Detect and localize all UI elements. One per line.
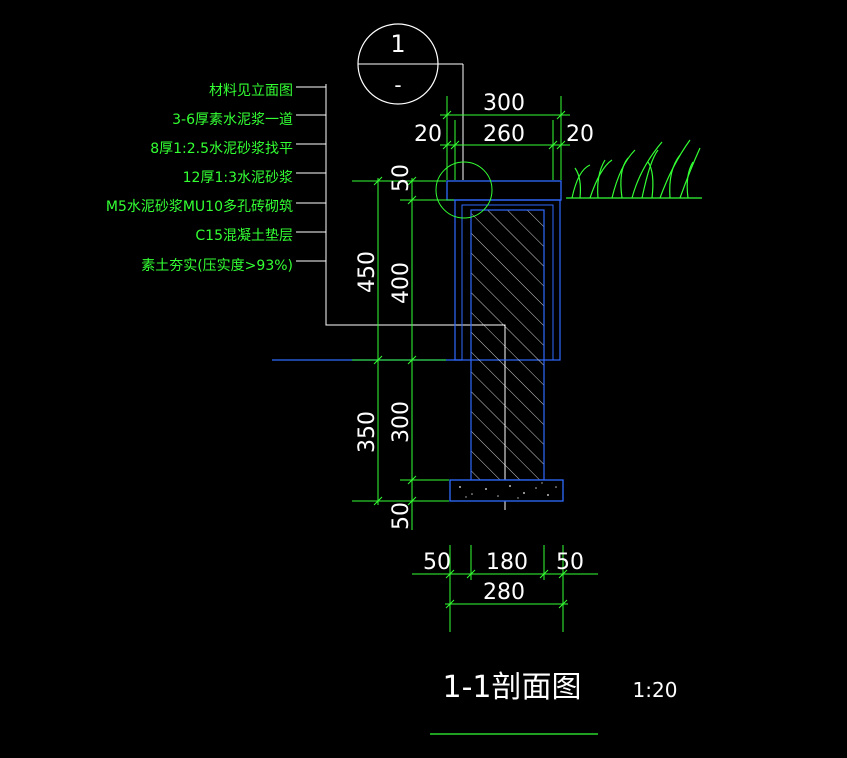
vertical-dimensions <box>352 176 454 530</box>
dim-v-upper-total: 450 <box>355 251 380 293</box>
dim-top-mid: 260 <box>483 122 525 147</box>
wall-section <box>446 180 564 502</box>
dim-bottom-mid: 180 <box>486 550 528 575</box>
dim-v-lower-total: 350 <box>355 411 380 453</box>
concrete-pad <box>449 479 564 502</box>
dim-bottom-total: 280 <box>483 580 525 605</box>
coping-cap <box>446 180 562 201</box>
section-marker-number: 1 <box>390 30 405 58</box>
layer-note: C15混凝土垫层 <box>195 228 293 244</box>
dim-top-right: 20 <box>566 122 594 147</box>
drawing-title: 1-1剖面图 <box>443 670 582 705</box>
dim-v-lower: 300 <box>389 401 414 443</box>
dim-top-total: 300 <box>483 91 525 116</box>
layer-note: M5水泥砂浆MU10多孔砖砌筑 <box>106 198 293 215</box>
layer-notes: 材料见立面图 3-6厚素水泥浆一道 8厚1:2.5水泥砂浆找平 12厚1:3水泥… <box>106 83 293 274</box>
layer-note: 3-6厚素水泥浆一道 <box>172 112 293 128</box>
top-dimensions <box>440 96 570 180</box>
detail-circle <box>435 161 493 219</box>
grass-symbol <box>566 139 702 199</box>
layer-note: 素土夯实(压实度>93%) <box>141 258 293 274</box>
brick-wall <box>470 209 545 481</box>
bottom-dimensions <box>412 545 598 632</box>
dim-top-left: 20 <box>414 122 442 147</box>
layer-note: 材料见立面图 <box>209 83 293 99</box>
concrete-texture <box>459 482 557 499</box>
dim-v-cap: 50 <box>389 164 414 192</box>
dim-v-base: 50 <box>389 502 414 530</box>
drawing-scale: 1:20 <box>633 678 678 702</box>
dim-bottom-left: 50 <box>423 550 451 575</box>
dim-v-upper: 400 <box>389 262 414 304</box>
layer-note: 12厚1:3水泥砂浆 <box>183 170 293 186</box>
section-marker: 1 - <box>357 23 464 180</box>
layer-note: 8厚1:2.5水泥砂浆找平 <box>150 141 293 157</box>
dim-bottom-right: 50 <box>556 550 584 575</box>
section-marker-sheet: - <box>394 73 401 97</box>
